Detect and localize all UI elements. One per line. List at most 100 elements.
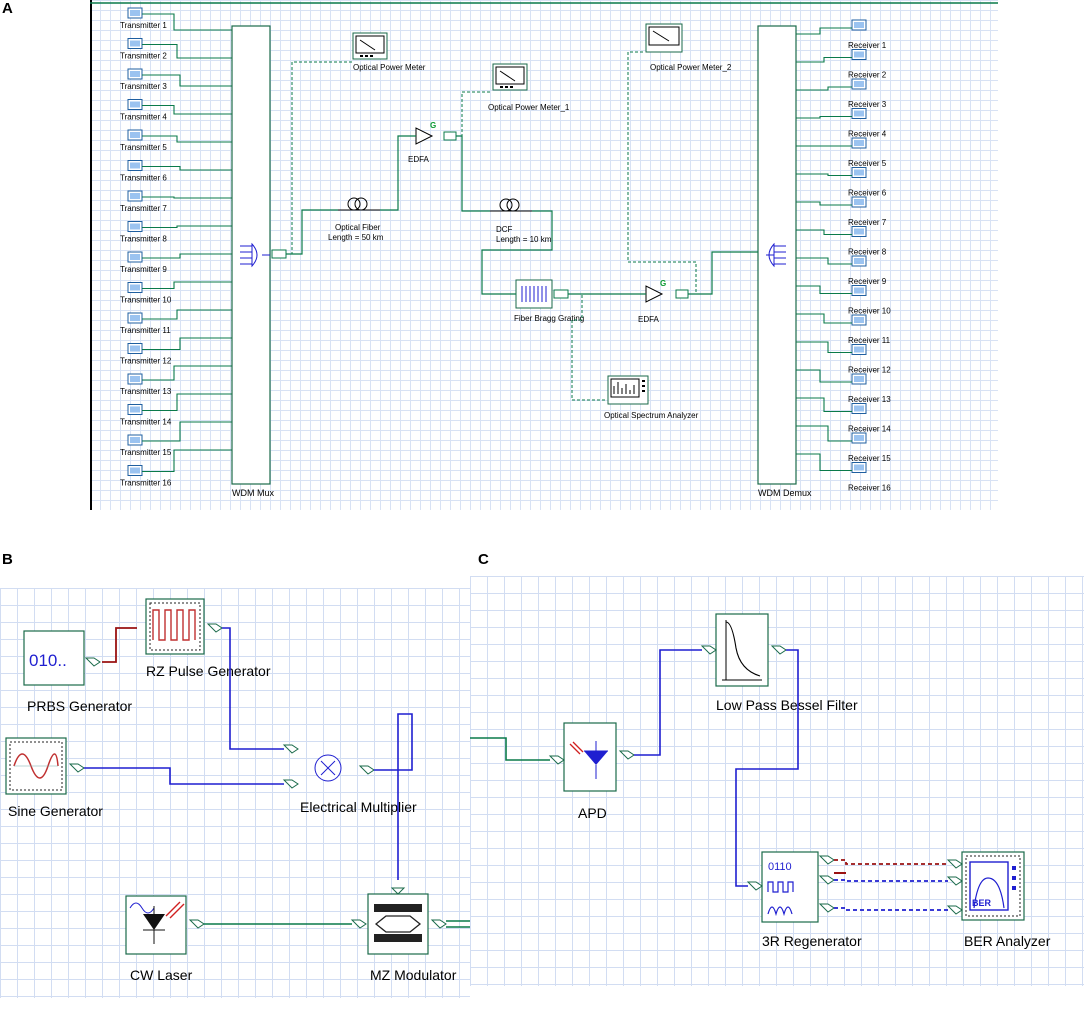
3r-regenerator[interactable]: 0110	[746, 851, 835, 923]
transmitter-link	[142, 421, 232, 442]
dcf-label: DCF	[496, 225, 513, 234]
apd-photodetector[interactable]	[548, 722, 635, 792]
transmitter-6[interactable]	[127, 160, 143, 171]
receiver-label: Receiver 15	[848, 454, 891, 463]
transmitter-label: Transmitter 12	[120, 357, 172, 366]
receiver-11[interactable]	[851, 314, 867, 326]
transmitter-8[interactable]	[127, 221, 143, 232]
receiver-label: Receiver 13	[848, 395, 891, 404]
receiver-label: Receiver 16	[848, 484, 891, 493]
transmitter-link	[142, 135, 232, 143]
prbs-to-rz-link	[102, 627, 137, 663]
fbg-to-osa-link	[568, 293, 607, 401]
transmitter-15[interactable]	[127, 434, 143, 446]
receiver-link	[796, 201, 852, 206]
receiver-label: Receiver 1	[848, 41, 887, 50]
mz-modulator[interactable]	[350, 887, 447, 955]
transmitter-5[interactable]	[127, 129, 143, 141]
transmitter-14[interactable]	[127, 404, 143, 415]
receiver-13[interactable]	[851, 373, 867, 385]
edfa-2-label: EDFA	[638, 315, 660, 324]
transmitter-1[interactable]	[127, 7, 143, 19]
receiver-label: Receiver 7	[848, 218, 887, 227]
optical-fiber[interactable]	[338, 197, 380, 211]
cw-laser[interactable]	[125, 895, 205, 955]
transmitter-link	[142, 253, 232, 259]
transmitter-link	[142, 104, 232, 115]
receiver-1[interactable]	[851, 19, 867, 31]
receiver-label: Receiver 8	[848, 248, 887, 257]
transmitter-link	[142, 165, 232, 171]
transmitter-7[interactable]	[127, 190, 143, 202]
optical-power-meter[interactable]	[352, 32, 388, 60]
transmitter-2[interactable]	[127, 38, 143, 49]
receiver-9[interactable]	[851, 255, 867, 267]
receiver-label: Receiver 14	[848, 425, 891, 434]
receiver-3[interactable]	[851, 78, 867, 90]
input-to-apd-link	[470, 737, 550, 761]
transmitter-9[interactable]	[127, 251, 143, 263]
receiver-7[interactable]	[851, 196, 867, 208]
receiver-link	[796, 425, 852, 442]
receiver-14[interactable]	[851, 403, 867, 414]
optical-power-meter-1[interactable]	[492, 63, 528, 91]
receiver-label: Receiver 11	[848, 336, 891, 345]
receiver-15[interactable]	[851, 432, 867, 444]
receiver-link	[796, 397, 852, 413]
transmitter-13[interactable]	[127, 373, 143, 385]
svg-text:BER: BER	[972, 898, 992, 908]
prbs-generator[interactable]: 010..	[23, 630, 101, 686]
transmitter-label: Transmitter 16	[120, 479, 172, 488]
fiber-bragg-grating[interactable]	[515, 279, 569, 309]
receiver-link	[796, 115, 852, 119]
wdm-mux[interactable]	[231, 25, 271, 485]
receiver-10[interactable]	[851, 285, 867, 296]
transmitter-link	[142, 449, 232, 473]
power-meter-1-label: Optical Power Meter_1	[488, 103, 570, 112]
receiver-link	[796, 229, 852, 236]
transmitter-12[interactable]	[127, 343, 143, 354]
receiver-2[interactable]	[851, 49, 867, 60]
low-pass-bessel-filter[interactable]	[700, 613, 787, 687]
wdm-demux[interactable]	[757, 25, 797, 485]
mux-output-port[interactable]	[271, 249, 287, 259]
laser-label: CW Laser	[130, 967, 193, 983]
edfa-to-dcf-link	[456, 135, 490, 212]
sine-generator[interactable]	[5, 737, 85, 795]
receiver-label: Receiver 4	[848, 130, 887, 139]
dcf-fiber[interactable]	[490, 198, 532, 212]
mux-to-fiber-link	[286, 209, 338, 255]
receiver-5[interactable]	[851, 137, 867, 149]
transmitter-11[interactable]	[127, 312, 143, 324]
receiver-link	[796, 173, 852, 177]
electrical-multiplier[interactable]	[282, 744, 375, 789]
receiver-4[interactable]	[851, 108, 867, 119]
optical-power-meter-2[interactable]	[645, 23, 683, 53]
receiver-link	[796, 27, 852, 35]
ber-analyzer[interactable]: BER	[946, 851, 1025, 921]
receiver-label: Receiver 5	[848, 159, 887, 168]
receiver-16[interactable]	[851, 462, 867, 473]
edfa-2[interactable]: G	[645, 279, 689, 303]
receiver-6[interactable]	[851, 167, 867, 178]
rz-pulse-generator[interactable]	[145, 598, 223, 655]
receiver-8[interactable]	[851, 226, 867, 237]
transmitter-10[interactable]	[127, 282, 143, 293]
transmitter-16[interactable]	[127, 465, 143, 476]
fiber-length: Length = 50 km	[328, 233, 384, 242]
transmitter-link	[142, 281, 232, 290]
edfa-1[interactable]: G	[415, 121, 457, 145]
regen-to-ber-link-3	[834, 907, 948, 911]
rz-label: RZ Pulse Generator	[146, 663, 271, 679]
receiver-label: Receiver 2	[848, 71, 887, 80]
power-meter-2-label: Optical Power Meter_2	[650, 63, 732, 72]
transmitter-label: Transmitter 14	[120, 418, 172, 427]
receiver-12[interactable]	[851, 344, 867, 355]
receiver-link	[796, 369, 852, 383]
transmitter-4[interactable]	[127, 99, 143, 110]
optical-spectrum-analyzer[interactable]	[607, 375, 649, 405]
receiver-label: Receiver 3	[848, 100, 887, 109]
panel-c-label: C	[478, 551, 489, 568]
transmitter-3[interactable]	[127, 68, 143, 80]
